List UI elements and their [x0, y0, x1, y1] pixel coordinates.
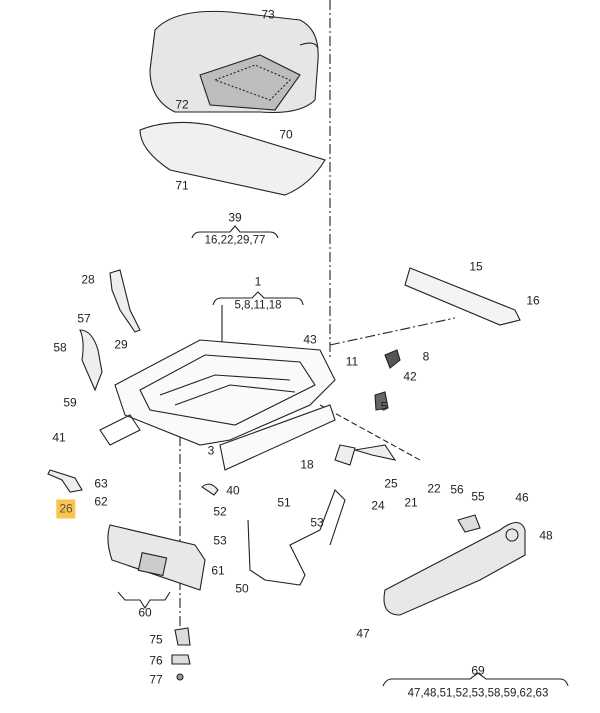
callout-57: 57: [77, 311, 91, 326]
callout-40: 40: [226, 483, 240, 498]
callout-47: 47: [356, 626, 370, 641]
callout-42: 42: [403, 369, 417, 384]
callout-59: 59: [63, 395, 77, 410]
part-26-drawing: [47, 469, 83, 493]
seat-pad-drawing: [139, 121, 326, 196]
callout-48: 48: [539, 528, 553, 543]
callout-55: 55: [471, 489, 485, 504]
callout-5: 5: [380, 399, 388, 414]
callout-69: 69: [471, 663, 485, 678]
callout-43: 43: [303, 332, 317, 347]
seat-frame-drawing: [99, 339, 336, 471]
callout-3: 3: [207, 443, 215, 458]
callout-15: 15: [469, 259, 483, 274]
callout-72: 72: [175, 97, 189, 112]
callout-62: 62: [94, 494, 108, 509]
callout-28: 28: [81, 272, 95, 287]
callout-58: 58: [53, 340, 67, 355]
callout-39: 39: [228, 210, 242, 225]
callout-76: 76: [149, 653, 163, 668]
callout-52: 52: [213, 504, 227, 519]
callout-26-highlighted[interactable]: 26: [56, 499, 76, 519]
callout-1: 1: [254, 274, 262, 289]
callout-63: 63: [94, 476, 108, 491]
callout-16: 16: [526, 293, 540, 308]
callout-50: 50: [235, 581, 249, 596]
side-trim-drawing: [383, 521, 526, 616]
callout-53: 53: [213, 533, 227, 548]
callout-71: 71: [175, 178, 189, 193]
callout-73: 73: [261, 7, 275, 22]
callout-60: 60: [138, 605, 152, 620]
seat-cushion-drawing: [149, 10, 319, 114]
callout-61: 61: [211, 563, 225, 578]
callout-56: 56: [450, 482, 464, 497]
group-69-parts: 47,48,51,52,53,58,59,62,63: [407, 687, 549, 700]
callout-29: 29: [114, 337, 128, 352]
callout-46: 46: [515, 490, 529, 505]
callout-11: 11: [345, 354, 359, 369]
callout-77: 77: [149, 672, 163, 687]
callout-53: 53: [310, 515, 324, 530]
callout-24: 24: [371, 498, 385, 513]
seat-rail-drawing: [404, 267, 521, 326]
callout-51: 51: [277, 495, 291, 510]
callout-18: 18: [300, 457, 314, 472]
callout-21: 21: [404, 495, 418, 510]
callout-8: 8: [422, 349, 430, 364]
group-39-parts: 16,22,29,77: [204, 234, 266, 247]
callout-41: 41: [52, 430, 66, 445]
callout-22: 22: [427, 481, 441, 496]
group-1-parts: 5,8,11,18: [234, 299, 282, 312]
callout-75: 75: [149, 632, 163, 647]
callout-25: 25: [384, 476, 398, 491]
callout-70: 70: [279, 127, 293, 142]
